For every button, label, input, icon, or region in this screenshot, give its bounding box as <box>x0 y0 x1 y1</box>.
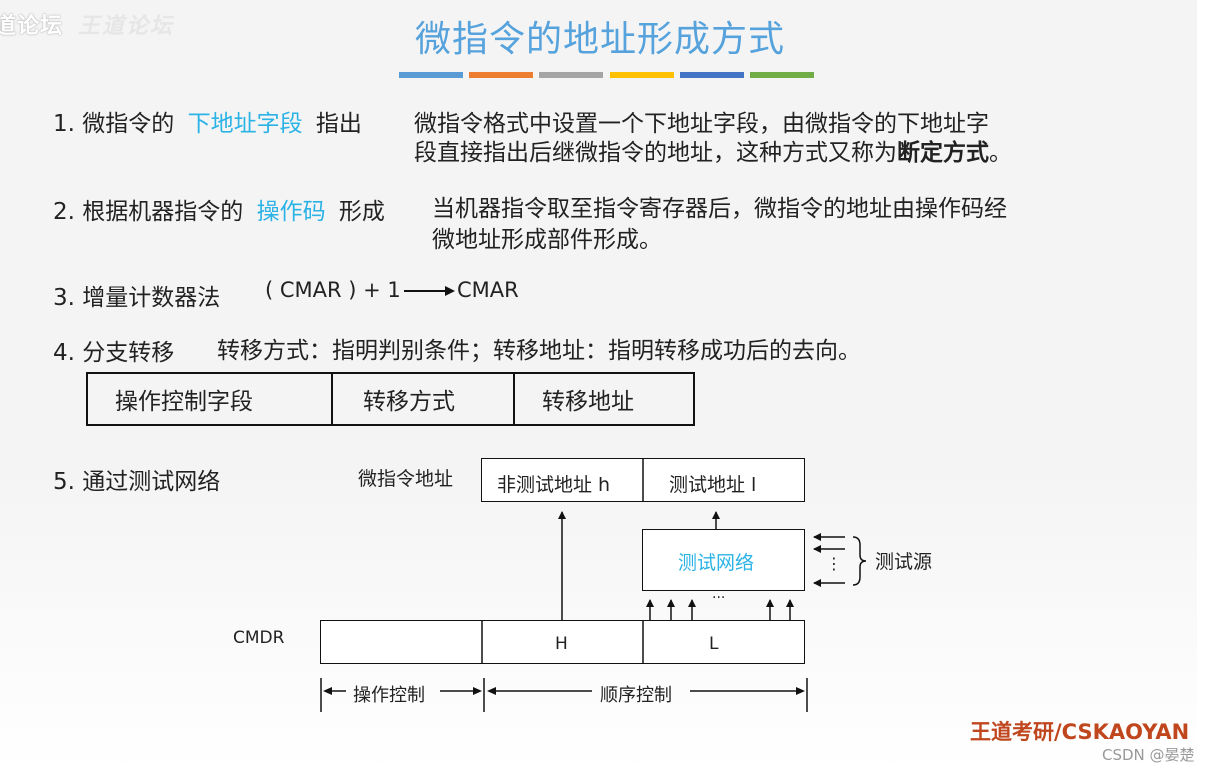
item-keyword: 下地址字段 <box>187 111 303 137</box>
item-text: 分支转移 <box>82 340 175 366</box>
item-text: 形成 <box>338 199 385 225</box>
item-1-desc-line2: 段直接指出后继微指令的地址，这种方式又称为断定方式。 <box>414 133 1012 167</box>
item-2-desc-line2: 微地址形成部件形成。 <box>432 227 662 253</box>
brand-logo: 王道考研/CSKAOYAN <box>970 720 1190 744</box>
accent-bar <box>539 72 603 78</box>
item-text: 根据机器指令的 <box>82 199 244 225</box>
forum-ghost-watermark: 王道论坛 <box>78 14 175 39</box>
formula-left: ( CMAR ) + 1 <box>265 278 401 302</box>
accent-bar <box>680 72 744 78</box>
seq-control-label: 顺序控制 <box>600 685 672 706</box>
formula-right: CMAR <box>457 278 519 302</box>
item-text: 增量计数器法 <box>82 285 221 311</box>
accent-bar <box>399 72 463 78</box>
item-2-desc-line1: 当机器指令取至指令寄存器后，微指令的地址由操作码经 <box>432 196 1007 222</box>
accent-bar <box>750 72 814 78</box>
accent-bar <box>610 72 674 78</box>
item-number: 2. <box>53 199 75 225</box>
item-text: 指出 <box>315 111 362 137</box>
bottom-dots: ··· <box>712 590 726 606</box>
branch-format-table: 操作控制字段 转移方式 转移地址 <box>86 372 695 426</box>
cmdr-register <box>320 620 805 664</box>
item-text: 通过测试网络 <box>82 469 221 495</box>
input-dots: ⋮ <box>826 554 842 573</box>
accent-bar <box>469 72 533 78</box>
item-3-heading: 3. 增量计数器法 <box>53 278 220 312</box>
item-1-heading: 1. 微指令的 下地址字段 指出 <box>53 104 362 138</box>
format-field-branch-addr: 转移地址 <box>542 389 634 415</box>
cmdr-h-field: H <box>555 634 568 654</box>
format-field-op-control: 操作控制字段 <box>88 374 333 424</box>
format-field-branch-mode: 转移方式 <box>333 374 515 424</box>
item-4-heading: 4. 分支转移 <box>53 333 174 367</box>
item-number: 5. <box>53 469 75 495</box>
item-number: 3. <box>53 285 75 311</box>
cmdr-l-field: L <box>709 634 719 654</box>
test-source-label: 测试源 <box>875 551 933 573</box>
item-5-heading: 5. 通过测试网络 <box>53 462 220 496</box>
term-bold: 断定方式 <box>897 140 989 166</box>
cmdr-label: CMDR <box>233 628 285 648</box>
item-number: 1. <box>53 111 75 137</box>
item-number: 4. <box>53 340 75 366</box>
item-4-desc: 转移方式：指明判别条件；转移地址：指明转移成功后的去向。 <box>217 338 861 364</box>
forum-watermark: 道论坛 <box>0 14 64 39</box>
op-control-label: 操作控制 <box>353 685 425 706</box>
test-network-box <box>642 529 805 591</box>
item-text: 微指令的 <box>82 111 175 137</box>
item-2-heading: 2. 根据机器指令的 操作码 形成 <box>53 192 385 226</box>
micro-address-label: 微指令地址 <box>358 468 454 490</box>
item-keyword: 操作码 <box>256 199 326 225</box>
csdn-watermark: CSDN @晏楚 <box>1102 746 1195 764</box>
item-1-desc-line1: 微指令格式中设置一个下地址字段，由微指令的下地址字 <box>414 111 989 137</box>
desc-text: 段直接指出后继微指令的地址，这种方式又称为 <box>414 140 897 166</box>
right-margin <box>1197 0 1232 773</box>
page-title: 微指令的地址形成方式 <box>414 19 785 60</box>
test-network-label: 测试网络 <box>678 552 755 574</box>
non-test-address: 非测试地址 h <box>497 474 611 496</box>
desc-text: 。 <box>989 140 1012 166</box>
test-address: 测试地址 l <box>669 474 757 496</box>
